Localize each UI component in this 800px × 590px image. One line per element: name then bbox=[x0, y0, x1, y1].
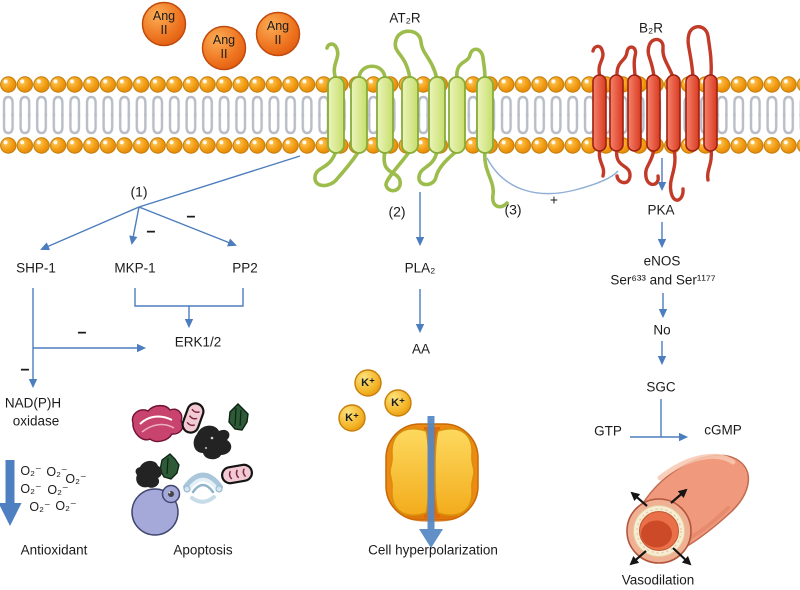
vasodilation-label: Vasodilation bbox=[621, 572, 695, 588]
dilation-arrows bbox=[629, 488, 692, 566]
k-ion-label: K⁺ bbox=[391, 396, 405, 409]
ang-ii-label: II bbox=[274, 33, 282, 48]
k-ion-label: K⁺ bbox=[361, 376, 375, 389]
minus-label: − bbox=[20, 362, 30, 380]
golgi-fragment bbox=[183, 472, 223, 504]
ang-ii-ligands bbox=[141, 1, 301, 71]
branch3-label: (3) bbox=[504, 201, 522, 218]
signal-arrows bbox=[28, 155, 689, 442]
at2r-label: AT₂R bbox=[389, 10, 421, 26]
pp2-label: PP2 bbox=[232, 260, 258, 276]
blood-vessel bbox=[626, 453, 750, 566]
plus-label: + bbox=[549, 191, 559, 208]
ang-ii-label: Ang bbox=[212, 33, 236, 48]
superoxide-label: O₂⁻ bbox=[65, 472, 87, 487]
minus-label: − bbox=[77, 325, 87, 343]
gtp-label: GTP bbox=[594, 423, 622, 439]
at2r-loops bbox=[313, 29, 509, 209]
condensed-body bbox=[228, 403, 249, 431]
shp1-label: SHP-1 bbox=[16, 260, 56, 276]
nadph-label: NAD(P)H bbox=[4, 395, 62, 411]
ang-ii-circle bbox=[255, 11, 301, 57]
branch1-label: (1) bbox=[130, 183, 148, 200]
cgmp-label: cGMP bbox=[704, 422, 742, 438]
b2r-label: B₂R bbox=[639, 20, 663, 36]
cell-hyperpolarization-label: Cell hyperpolarization bbox=[368, 542, 498, 558]
branch2-label: (2) bbox=[388, 203, 406, 220]
apoptosis-label: Apoptosis bbox=[173, 542, 233, 558]
ang-ii-circle bbox=[201, 25, 247, 71]
superoxide-label: O₂⁻ bbox=[20, 482, 42, 497]
k-ions bbox=[338, 369, 412, 432]
at2r-helices bbox=[327, 76, 494, 154]
superoxide-label: O₂⁻ bbox=[47, 483, 69, 498]
pla2-label: PLA₂ bbox=[404, 260, 436, 276]
superoxide-label: O₂⁻ bbox=[46, 465, 68, 480]
antioxidant-label: Antioxidant bbox=[20, 542, 88, 558]
branch1-line bbox=[138, 155, 301, 208]
ang-ii-label: II bbox=[220, 47, 228, 62]
b2r-receptor bbox=[591, 25, 718, 202]
b2r-helices bbox=[592, 74, 718, 152]
mkp1-label: MKP-1 bbox=[114, 260, 156, 276]
mitochondrion bbox=[181, 402, 205, 434]
ang-ii-label: Ang bbox=[152, 9, 176, 24]
ang-ii-label: Ang bbox=[266, 19, 290, 34]
oxidase-label: oxidase bbox=[12, 413, 60, 429]
ang-ii-circle bbox=[141, 1, 187, 47]
er-fragment bbox=[131, 404, 184, 443]
enos-label: eNOS bbox=[643, 253, 681, 269]
no-label: No bbox=[653, 322, 671, 338]
aa-label: AA bbox=[411, 341, 431, 357]
minus-label: − bbox=[186, 209, 196, 227]
k-ion-label: K⁺ bbox=[345, 411, 359, 424]
superoxide-label: O₂⁻ bbox=[20, 464, 42, 479]
mitochondrion bbox=[221, 463, 253, 485]
at2r-receptor bbox=[313, 29, 509, 209]
superoxide-label: O₂⁻ bbox=[29, 500, 51, 515]
potentiation-curve bbox=[486, 157, 619, 195]
erk12-label: ERK1/2 bbox=[174, 334, 222, 350]
condensed-body bbox=[159, 453, 180, 480]
b2r-loops bbox=[591, 25, 714, 202]
hyperpolarization-arrow bbox=[419, 416, 443, 548]
ang-ii-label: II bbox=[160, 23, 168, 38]
chromatin-fragment bbox=[193, 425, 232, 460]
antioxidant-arrow bbox=[0, 460, 22, 526]
chromatin-fragment bbox=[135, 460, 163, 488]
ser-sites-label: Ser⁶³³ and Ser¹¹⁷⁷ bbox=[610, 272, 716, 288]
apoptosis-cluster bbox=[131, 402, 253, 536]
sgc-label: SGC bbox=[646, 379, 676, 395]
pka-label: PKA bbox=[647, 202, 675, 218]
minus-label: − bbox=[146, 224, 156, 242]
superoxide-label: O₂⁻ bbox=[55, 499, 77, 514]
